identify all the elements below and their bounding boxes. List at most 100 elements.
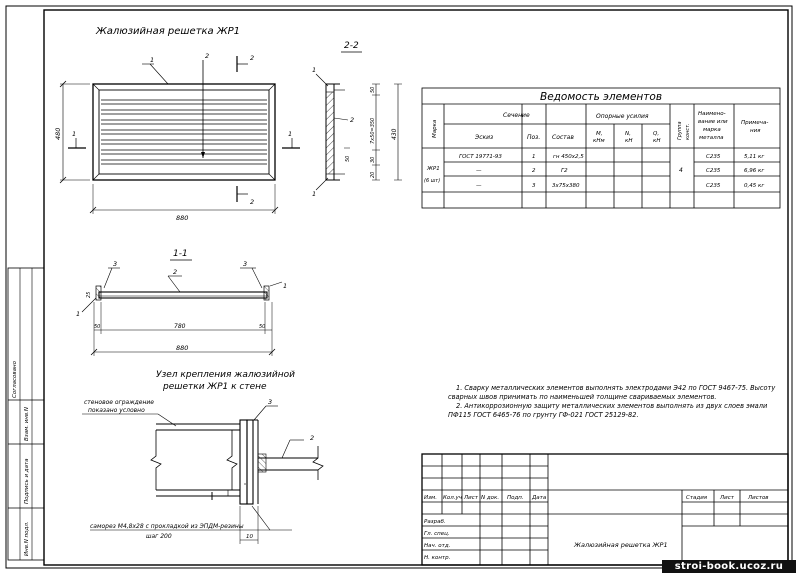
note-1: 1. Сварку металлических элементов выполн… — [448, 384, 776, 401]
callout-1-s22-bottom: 1 — [312, 190, 316, 198]
node-title-1: Узел крепления жалюзийной — [156, 370, 295, 380]
tb-data: Дата — [531, 495, 547, 501]
callout-2-s11: 2 — [173, 268, 177, 276]
stamp-sign-date: Подпись и дата — [24, 458, 30, 504]
th-m-unit: кНм — [593, 138, 605, 144]
cell-mark: ЖР1 — [426, 166, 440, 172]
cell-r3-metal: С235 — [706, 183, 721, 189]
th-group-1: Группа — [677, 121, 683, 140]
elements-table: Ведомость элементов Марка Сечение Эскиз … — [421, 87, 781, 209]
dim-s22-30: 30 — [370, 157, 376, 163]
wall-node-view: Узел крепления жалюзийной решетки ЖР1 к … — [82, 370, 324, 544]
callout-3-node: 3 — [268, 398, 272, 406]
section-22-title: 2-2 — [344, 41, 359, 51]
dim-s22-50b: 50 — [345, 156, 351, 162]
callout-2-node: 2 — [310, 434, 314, 442]
cell-r3-poz: 3 — [532, 183, 536, 189]
cell-r1-sostav: гн 450х2,5 — [553, 154, 584, 160]
cell-r1-eskiz: ГОСТ 19771-93 — [459, 154, 502, 160]
outer-border — [5, 5, 793, 569]
th-sostav: Состав — [552, 134, 574, 141]
dim-width-880: 880 — [176, 214, 188, 222]
th-n: N, — [625, 131, 631, 137]
cell-r2-note: 6,96 кг — [744, 168, 764, 174]
th-name-3: марка — [703, 127, 721, 133]
section-mark-2-bottom: 2 — [250, 198, 254, 206]
side-stamp: Согласовано Взам. инв.N Подпись и дата И… — [7, 267, 45, 561]
stamp-agreed: Согласовано — [12, 360, 18, 398]
section-mark-1-left: 1 — [72, 130, 76, 138]
callout-3-s11-left: 3 — [113, 260, 117, 268]
tb-list2: Лист — [719, 495, 735, 501]
tb-kol: Кол.уч — [443, 495, 463, 501]
dim-s22-50: 50 — [370, 87, 376, 93]
callout-1-s11-right: 1 — [283, 282, 287, 290]
callout-1-s11-left: 1 — [76, 310, 80, 318]
cell-r2-eskiz: — — [476, 168, 482, 174]
tb-razrab: Разраб. — [424, 519, 446, 525]
tb-gl-spec: Гл. спец. — [424, 531, 450, 537]
dim-height-480: 480 — [54, 128, 62, 140]
th-group-2: конст. — [685, 123, 691, 140]
dim-s22-7x50: 7x50=350 — [370, 118, 376, 144]
th-sechenie: Сечение — [503, 112, 530, 119]
general-notes: 1. Сварку металлических элементов выполн… — [448, 384, 788, 420]
section-mark-2-top: 2 — [250, 54, 254, 62]
cell-r2-poz: 2 — [532, 168, 536, 174]
tb-ndok: N док. — [481, 495, 499, 501]
dim-s11-25: 25 — [86, 292, 92, 298]
th-n-unit: кН — [625, 138, 632, 144]
cell-r2-metal: С235 — [706, 168, 721, 174]
cell-r1-note: 5,11 кг — [744, 154, 764, 160]
screw-note-2: шаг 200 — [146, 533, 172, 540]
stamp-replace-inv: Взам. инв.N — [24, 407, 30, 441]
cell-r3-eskiz: — — [476, 183, 482, 189]
callout-1-front: 1 — [150, 56, 154, 64]
th-poz: Поз. — [527, 134, 540, 141]
wall-note-2: показано условно — [88, 407, 145, 414]
section-1-1-view: 1-1 3 3 2 1 1 25 50 780 50 880 — [76, 249, 287, 356]
tb-podp: Подп. — [507, 495, 524, 501]
th-prim-2: ния — [750, 128, 761, 134]
dim-s11-880: 880 — [176, 344, 188, 352]
tb-list: Лист — [463, 495, 479, 501]
th-q-unit: кН — [653, 138, 660, 144]
cell-group: 4 — [679, 167, 683, 174]
tb-nach-otd: Нач. отд. — [424, 543, 451, 549]
dim-s11-50-right: 50 — [259, 324, 265, 330]
dim-s11-50-left: 50 — [94, 324, 100, 330]
node-title-2: решетки ЖР1 к стене — [162, 382, 267, 392]
tb-izm: Изм. — [424, 495, 437, 501]
th-name-2: вание или — [698, 119, 728, 125]
cell-r1-poz: 1 — [532, 154, 536, 160]
dim-s22-20: 20 — [370, 172, 376, 178]
th-efforts: Опорные усилия — [596, 113, 649, 120]
section-11-title: 1-1 — [173, 249, 188, 259]
table-title: Ведомость элементов — [540, 91, 662, 103]
callout-3-s11-right: 3 — [243, 260, 247, 268]
th-q: Q, — [653, 131, 659, 137]
section-2-2-view: 2-2 1 1 2 50 7x50=350 30 20 50 430 — [312, 41, 402, 198]
wall-note-1: стеновое ограждение — [84, 399, 154, 406]
th-m: M, — [596, 131, 603, 137]
th-eskiz: Эскиз — [474, 134, 493, 141]
tb-stadiya: Стадия — [686, 495, 708, 501]
th-name-4: металла — [699, 135, 724, 141]
tb-listov: Листов — [747, 495, 769, 501]
cell-r1-metal: С235 — [706, 154, 721, 160]
cell-r2-sostav: Г2 — [561, 168, 568, 174]
th-name-1: Наимено- — [698, 111, 726, 117]
stamp-inv-orig: Инв.N подл. — [24, 521, 30, 556]
dim-s11-780: 780 — [174, 323, 186, 330]
th-marka: Марка — [432, 119, 438, 138]
dim-s22-430: 430 — [391, 128, 398, 140]
callout-1-s22-top: 1 — [312, 66, 316, 74]
dim-node-10: 10 — [246, 534, 253, 540]
note-2: 2. Антикоррозионную защиту металлических… — [448, 402, 768, 419]
cell-r3-sostav: 3х75х380 — [552, 183, 580, 189]
section-mark-1-right: 1 — [288, 130, 292, 138]
title-block: Изм. Кол.уч Лист N док. Подп. Дата Разра… — [421, 453, 789, 566]
tb-drawing-name: Жалюзийная решетка ЖР1 — [573, 541, 668, 549]
th-prim-1: Примеча- — [741, 120, 768, 126]
